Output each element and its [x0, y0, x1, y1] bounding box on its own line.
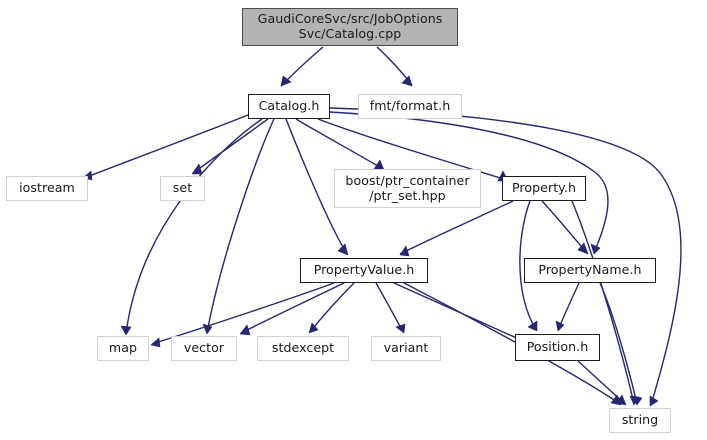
arrowhead-catalog_h-to-set	[191, 163, 203, 175]
edge-propertyname_h-to-string	[599, 282, 638, 405]
edge-catalog_h-to-iostream	[83, 114, 249, 179]
graph-node-map[interactable]: map	[97, 336, 149, 361]
arrowhead-propertyvalue_h-to-stdexcept	[308, 322, 319, 334]
edge-property_h-to-string	[571, 200, 635, 405]
edge-propertyvalue_h-to-stdexcept	[309, 282, 355, 333]
graph-node-propertyvalue_h[interactable]: PropertyValue.h	[300, 258, 428, 283]
graph-node-property_h[interactable]: Property.h	[502, 176, 586, 201]
arrowhead-propertyvalue_h-to-vector	[239, 324, 251, 336]
edge-catalog_h-to-boost_ptr_set	[295, 118, 384, 170]
arrowhead-property_h-to-propertyname_h	[577, 242, 589, 255]
arrowhead-catalog_h-to-propertyvalue_h	[337, 243, 349, 256]
arrowhead-catalog_h-to-string	[649, 395, 659, 407]
arrowhead-catalog_h-to-propertyname_h	[590, 243, 601, 255]
arrowhead-propertyvalue_h-to-string	[610, 394, 622, 406]
edge-catalog_h-to-set	[192, 118, 269, 174]
graph-node-stdexcept[interactable]: stdexcept	[257, 336, 349, 361]
arrowhead-root-to-catalog_h	[280, 75, 292, 87]
graph-node-iostream[interactable]: iostream	[6, 176, 88, 201]
arrowhead-propertyvalue_h-to-variant	[395, 323, 406, 334]
edge-catalog_h-to-map	[125, 118, 263, 335]
graph-node-propertyname_h[interactable]: PropertyName.h	[524, 258, 656, 283]
edge-propertyvalue_h-to-vector	[240, 282, 345, 334]
graph-node-fmt_format[interactable]: fmt/format.h	[358, 94, 462, 119]
arrowhead-propertyvalue_h-to-map	[150, 337, 161, 348]
arrowhead-propertyname_h-to-position_h	[555, 320, 565, 332]
edge-property_h-to-propertyvalue_h	[399, 200, 514, 255]
graph-node-position_h[interactable]: Position.h	[515, 334, 600, 361]
edge-property_h-to-position_h	[519, 200, 537, 331]
edge-property_h-to-propertyname_h	[541, 200, 588, 254]
graph-node-boost_ptr_set[interactable]: boost/ptr_container /ptr_set.hpp	[334, 169, 481, 208]
graph-node-set[interactable]: set	[160, 176, 205, 201]
edge-catalog_h-to-vector	[206, 118, 275, 334]
graph-node-catalog_h[interactable]: Catalog.h	[248, 94, 330, 119]
edge-propertyname_h-to-position_h	[557, 282, 580, 331]
arrowhead-root-to-fmt_format	[401, 75, 413, 87]
arrowhead-propertyname_h-to-string	[631, 395, 643, 406]
graph-node-vector[interactable]: vector	[171, 336, 237, 361]
edge-propertyvalue_h-to-variant	[375, 282, 404, 333]
graph-node-string[interactable]: string	[609, 408, 671, 433]
edge-catalog_h-to-property_h	[317, 118, 508, 181]
graph-node-root: GaudiCoreSvc/src/JobOptions Svc/Catalog.…	[242, 8, 458, 46]
arrowhead-property_h-to-propertyvalue_h	[399, 245, 410, 257]
arrowhead-catalog_h-to-map	[120, 325, 132, 336]
arrowhead-property_h-to-position_h	[527, 320, 538, 332]
edge-catalog_h-to-propertyvalue_h	[285, 118, 348, 255]
graph-node-variant[interactable]: variant	[371, 336, 441, 361]
edge-propertyvalue_h-to-map	[151, 282, 335, 345]
